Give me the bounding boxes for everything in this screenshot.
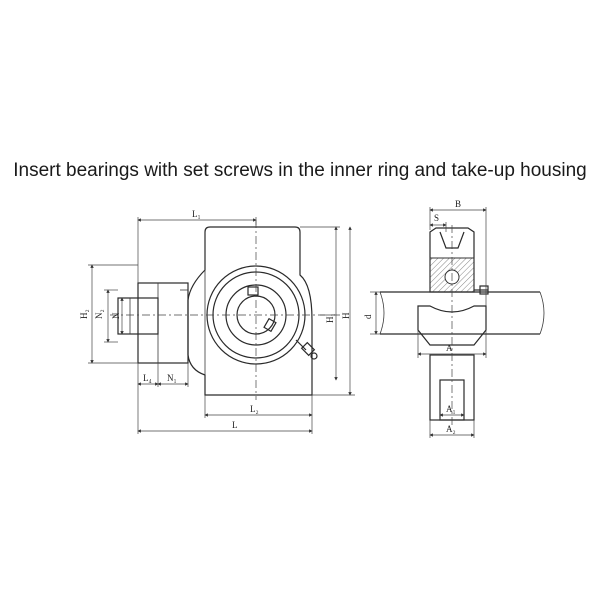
dim-label-s: S (434, 213, 439, 223)
grease-nipple (295, 339, 318, 360)
dim-label-n2: N₂ (94, 309, 104, 319)
side-view (379, 225, 545, 425)
side-housing-bottom (417, 305, 487, 346)
dim-label-b: B (455, 199, 461, 209)
set-screw-top (247, 286, 259, 296)
dim-label-l4: L₄ (143, 373, 152, 383)
dim-label-a2: A₂ (446, 424, 456, 434)
side-dimensions: B S d A A₁ A₂ (363, 199, 487, 438)
front-view (110, 220, 325, 400)
take-up-boss (117, 282, 189, 364)
dim-label-a: A (446, 343, 453, 353)
dim-label-h1: H₁ (325, 313, 335, 323)
shaft (380, 291, 540, 335)
dim-label-n: N (111, 312, 121, 319)
dim-label-d: d (363, 314, 373, 319)
set-screw-side (263, 317, 277, 333)
dim-label-h: H (341, 312, 351, 319)
dim-label-l: L (232, 420, 238, 430)
dim-label-n1: N₁ (167, 373, 177, 383)
dim-label-l2: L₂ (250, 404, 259, 414)
dim-label-a1: A₁ (446, 404, 456, 414)
dim-label-l1: L₁ (192, 209, 201, 219)
dim-label-h2: H₂ (79, 309, 89, 319)
front-dimensions: L₁ L₂ L L₄ N₁ H₂ N₂ N H₁ (79, 209, 355, 434)
diagram-title: Insert bearings with set screws in the i… (13, 160, 587, 181)
